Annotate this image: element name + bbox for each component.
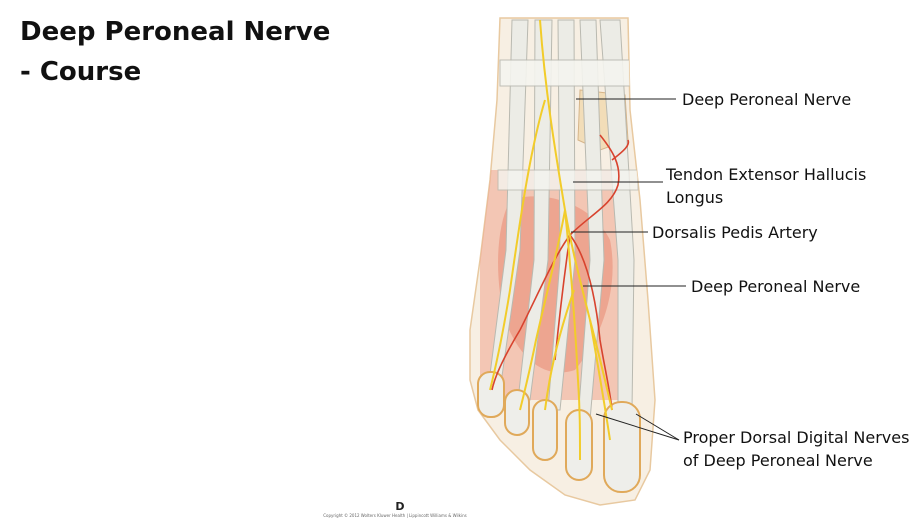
label-tendon-line-1: Tendon Extensor Hallucis xyxy=(666,165,867,184)
title-line-1: Deep Peroneal Nerve xyxy=(20,17,331,47)
figure-panel-letter: D xyxy=(395,500,405,513)
label-digital-nerves-line-2: of Deep Peroneal Nerve xyxy=(683,451,873,470)
label-tendon-line-2: Longus xyxy=(666,188,724,207)
tendons xyxy=(487,19,639,421)
label-tendon-extensor-hallucis-longus: Tendon Extensor Hallucis Longus xyxy=(666,163,866,209)
leader-digital-nerves-1 xyxy=(595,413,680,441)
label-dorsalis-pedis-artery: Dorsalis Pedis Artery xyxy=(652,223,818,242)
leader-lines xyxy=(571,98,686,441)
title-line-2: - Course xyxy=(20,57,142,87)
label-proper-dorsal-digital-nerves: Proper Dorsal Digital Nerves of Deep Per… xyxy=(683,426,909,472)
deep-peroneal-nerve xyxy=(489,19,613,461)
copyright-text: Copyright © 2012 Wolters Kluwer Health |… xyxy=(323,513,467,518)
label-deep-peroneal-nerve-lower: Deep Peroneal Nerve xyxy=(691,277,861,296)
label-digital-nerves-line-1: Proper Dorsal Digital Nerves xyxy=(683,428,910,447)
label-deep-peroneal-nerve-upper: Deep Peroneal Nerve xyxy=(682,90,852,109)
slide-title: Deep Peroneal Nerve - Course xyxy=(20,12,350,92)
leader-digital-nerves-2 xyxy=(635,413,680,441)
